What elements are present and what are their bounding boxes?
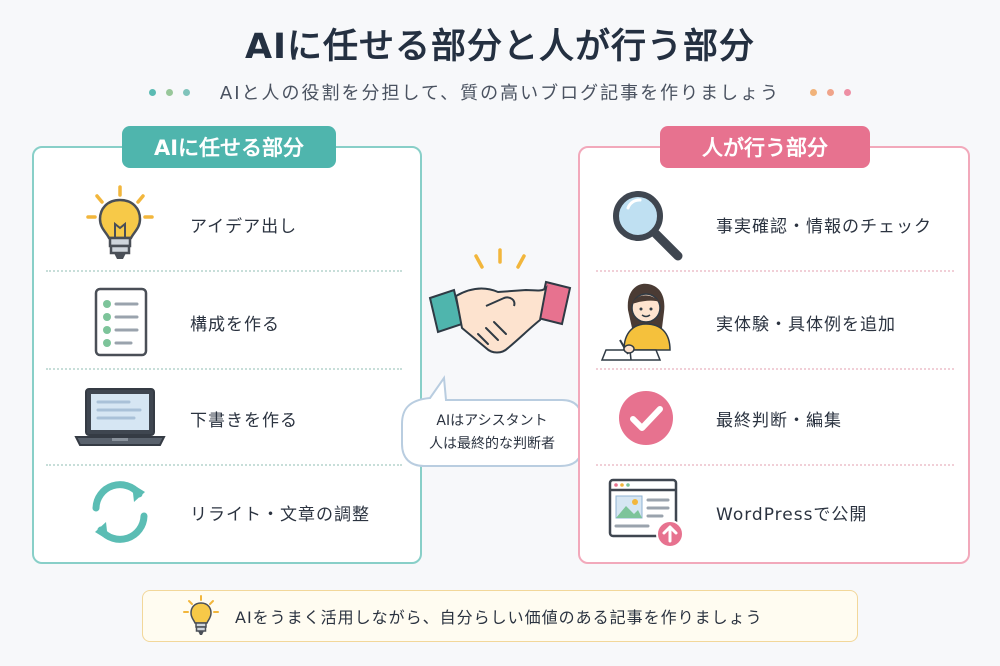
list-item-label: 事実確認・情報のチェック <box>716 216 932 237</box>
dot <box>827 88 835 96</box>
list-item-label: 実体験・具体例を追加 <box>716 314 896 335</box>
divider <box>596 368 954 370</box>
list-item: 最終判断・編集 <box>598 370 958 466</box>
page-subtitle: AIと人の役割を分担して、質の高いブログ記事を作りましょう <box>219 83 781 104</box>
list-item: 事実確認・情報のチェック <box>598 176 958 272</box>
laptop-icon <box>72 370 168 466</box>
magnifier-icon <box>598 176 694 272</box>
refresh-icon <box>72 464 168 560</box>
dot <box>182 88 190 96</box>
webpage-upload-icon <box>598 464 694 560</box>
list-item: リライト・文章の調整 <box>72 464 412 560</box>
list-item-label: アイデア出し <box>190 216 298 237</box>
list-item: 構成を作る <box>72 274 412 370</box>
footer-tip: AIをうまく活用しながら、自分らしい価値のある記事を作りましょう <box>142 590 858 642</box>
divider <box>46 464 402 466</box>
handshake-icon <box>426 248 574 366</box>
divider <box>46 270 402 272</box>
bubble-line: AIはアシスタント <box>436 413 548 429</box>
list-item-label: 最終判断・編集 <box>716 410 842 431</box>
list-item: 実体験・具体例を追加 <box>598 274 958 370</box>
bubble-line: 人は最終的な判断者 <box>429 436 555 452</box>
right-dots <box>810 88 852 96</box>
list-item-label: 構成を作る <box>190 314 280 335</box>
list-item: 下書きを作る <box>72 370 412 466</box>
left-dots <box>148 88 190 96</box>
writing-person-icon <box>598 274 694 370</box>
checklist-icon <box>72 274 168 370</box>
divider <box>596 270 954 272</box>
list-item-label: WordPressで公開 <box>716 504 868 525</box>
speech-bubble <box>400 372 584 468</box>
page-title: AIに任せる部分と人が行う部分 <box>244 27 756 67</box>
bubble-text: AIはアシスタント 人は最終的な判断者 <box>406 410 578 456</box>
divider <box>596 464 954 466</box>
list-item-label: 下書きを作る <box>190 410 298 431</box>
list-item: WordPressで公開 <box>598 464 958 560</box>
list-item: アイデア出し <box>72 176 412 272</box>
check-circle-icon <box>598 370 694 466</box>
dot <box>810 88 818 96</box>
dot <box>148 88 156 96</box>
lightbulb-icon <box>181 594 221 638</box>
list-item-label: リライト・文章の調整 <box>190 504 370 525</box>
dot <box>165 88 173 96</box>
subtitle-row: AIと人の役割を分担して、質の高いブログ記事を作りましょう <box>0 78 1000 106</box>
lightbulb-icon <box>72 176 168 272</box>
ai-panel-heading: AIに任せる部分 <box>122 126 336 168</box>
human-panel-heading: 人が行う部分 <box>660 126 870 168</box>
footer-text: AIをうまく活用しながら、自分らしい価値のある記事を作りましょう <box>235 608 763 627</box>
divider <box>46 368 402 370</box>
dot <box>844 88 852 96</box>
